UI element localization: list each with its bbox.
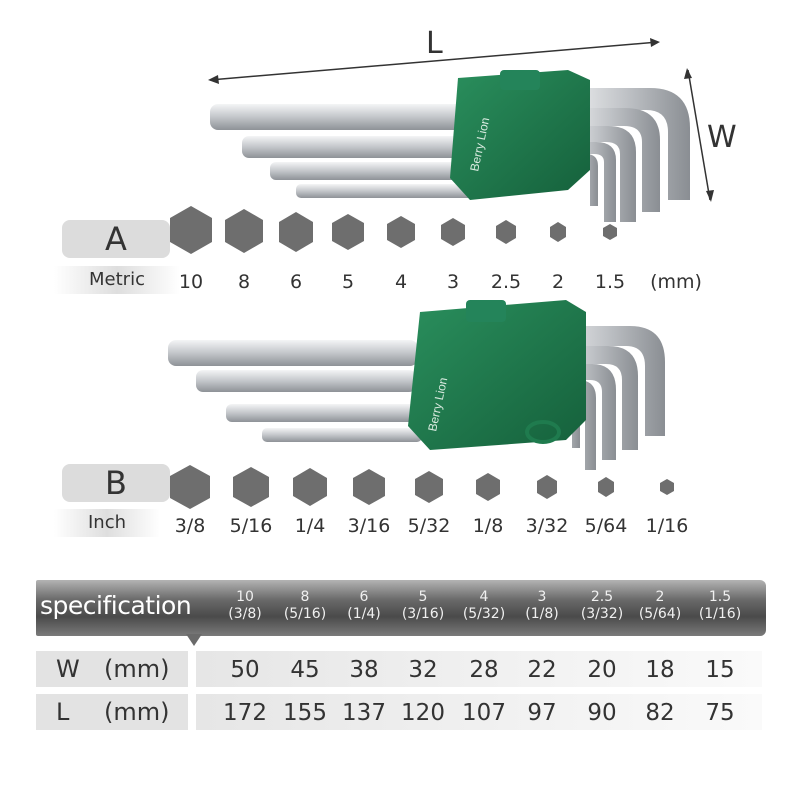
size-label: 5: [341, 271, 355, 293]
set-b-sizes: 3/8 5/16 1/4 3/16 5/32 1/8 3/32 5/64 1/1…: [0, 515, 800, 543]
size-label: 6: [289, 271, 303, 293]
inch-size: (3/8): [228, 606, 262, 622]
table-cell: 18: [645, 657, 675, 683]
size-label: 5/16: [229, 515, 273, 537]
length-arrow: [208, 38, 660, 84]
set-b-holder: Berry Lion: [408, 300, 586, 450]
table-cell: 50: [230, 657, 260, 683]
spec-header-bar: [36, 580, 766, 636]
table-cell: 82: [645, 700, 675, 726]
metric-size: 4: [479, 589, 489, 605]
set-a-hex-markers: [170, 206, 617, 254]
spec-column-header: 3(1/8): [512, 589, 572, 623]
metric-size: 10: [236, 589, 254, 605]
metric-size: 2: [655, 589, 665, 605]
set-a-sizes: 10 8 6 5 4 3 2.5 2 1.5 (mm): [0, 271, 800, 299]
metric-size: 8: [300, 589, 310, 605]
size-label: 3/32: [525, 515, 569, 537]
row-unit: (mm): [104, 698, 170, 726]
spec-column-header: 5(3/16): [393, 589, 453, 623]
spec-column-header: 10(3/8): [215, 589, 275, 623]
width-arrow: [684, 68, 714, 202]
set-a-keys: [210, 88, 690, 222]
inch-size: (3/32): [580, 606, 624, 622]
spec-row-w-values: 50 45 38 32 28 22 20 18 15: [0, 652, 800, 688]
spec-row-l-header: L (mm): [36, 694, 188, 730]
length-label: L: [426, 26, 443, 61]
table-cell: 20: [587, 657, 617, 683]
spec-column-header: 8(5/16): [275, 589, 335, 623]
metric-size: 3: [537, 589, 547, 605]
row-label: W: [56, 655, 80, 683]
spec-column-header: 4(5/32): [454, 589, 514, 623]
spec-title: specification: [40, 591, 192, 620]
size-label: 3/16: [347, 515, 391, 537]
size-label: 1.5: [594, 271, 626, 293]
spec-row-l-body: [196, 694, 762, 730]
set-b-hex-markers: [170, 465, 674, 509]
table-cell: 45: [290, 657, 320, 683]
table-cell: 15: [705, 657, 735, 683]
table-cell: 155: [283, 700, 327, 726]
size-label: 3: [446, 271, 460, 293]
size-label: 4: [394, 271, 408, 293]
table-cell: 90: [587, 700, 617, 726]
inch-size: (3/16): [401, 606, 445, 622]
table-cell: 32: [408, 657, 438, 683]
spec-column-header: 1.5(1/16): [690, 589, 750, 623]
table-cell: 137: [342, 700, 386, 726]
spec-row-w-body: [196, 651, 762, 687]
size-label: 1/8: [472, 515, 504, 537]
table-cell: 28: [469, 657, 499, 683]
width-label: W: [707, 120, 737, 155]
set-b-letter: B: [62, 464, 170, 502]
table-cell: 22: [527, 657, 557, 683]
table-cell: 120: [401, 700, 445, 726]
unit-suffix: (mm): [650, 271, 702, 293]
table-cell: 75: [705, 700, 735, 726]
table-cell: 38: [349, 657, 379, 683]
size-label: 5/32: [407, 515, 451, 537]
size-label: 8: [237, 271, 251, 293]
size-label: 1/16: [645, 515, 689, 537]
size-label: 2: [551, 271, 565, 293]
size-label: 3/8: [174, 515, 206, 537]
size-label: 10: [178, 271, 204, 293]
spec-row-w-header: W (mm): [36, 651, 188, 687]
inch-size: (5/16): [283, 606, 327, 622]
spec-header-tab: [186, 634, 202, 646]
metric-size: 6: [359, 589, 369, 605]
inch-size: (1/8): [525, 606, 559, 622]
table-cell: 97: [527, 700, 557, 726]
size-label: 2.5: [490, 271, 522, 293]
row-unit: (mm): [104, 655, 170, 683]
spec-column-header: 6(1/4): [334, 589, 394, 623]
inch-size: (1/4): [347, 606, 381, 622]
inch-size: (5/32): [462, 606, 506, 622]
metric-size: 1.5: [708, 589, 732, 605]
metric-size: 5: [418, 589, 428, 605]
set-a-unit-label: Metric: [54, 266, 180, 294]
row-label: L: [56, 698, 70, 726]
spec-row-l-values: 172 155 137 120 107 97 90 82 75: [0, 695, 800, 731]
set-a-holder: Berry Lion: [450, 70, 590, 200]
inch-size: (1/16): [698, 606, 742, 622]
size-label: 5/64: [584, 515, 628, 537]
size-label: 1/4: [294, 515, 326, 537]
spec-column-header: 2.5(3/32): [572, 589, 632, 623]
set-b-unit-label: Inch: [54, 509, 160, 537]
spec-column-header: 2(5/64): [630, 589, 690, 623]
set-b-keys: [168, 326, 665, 470]
inch-size: (5/64): [638, 606, 682, 622]
set-a-letter: A: [62, 220, 170, 258]
table-cell: 107: [462, 700, 506, 726]
table-cell: 172: [223, 700, 267, 726]
metric-size: 2.5: [590, 589, 614, 605]
